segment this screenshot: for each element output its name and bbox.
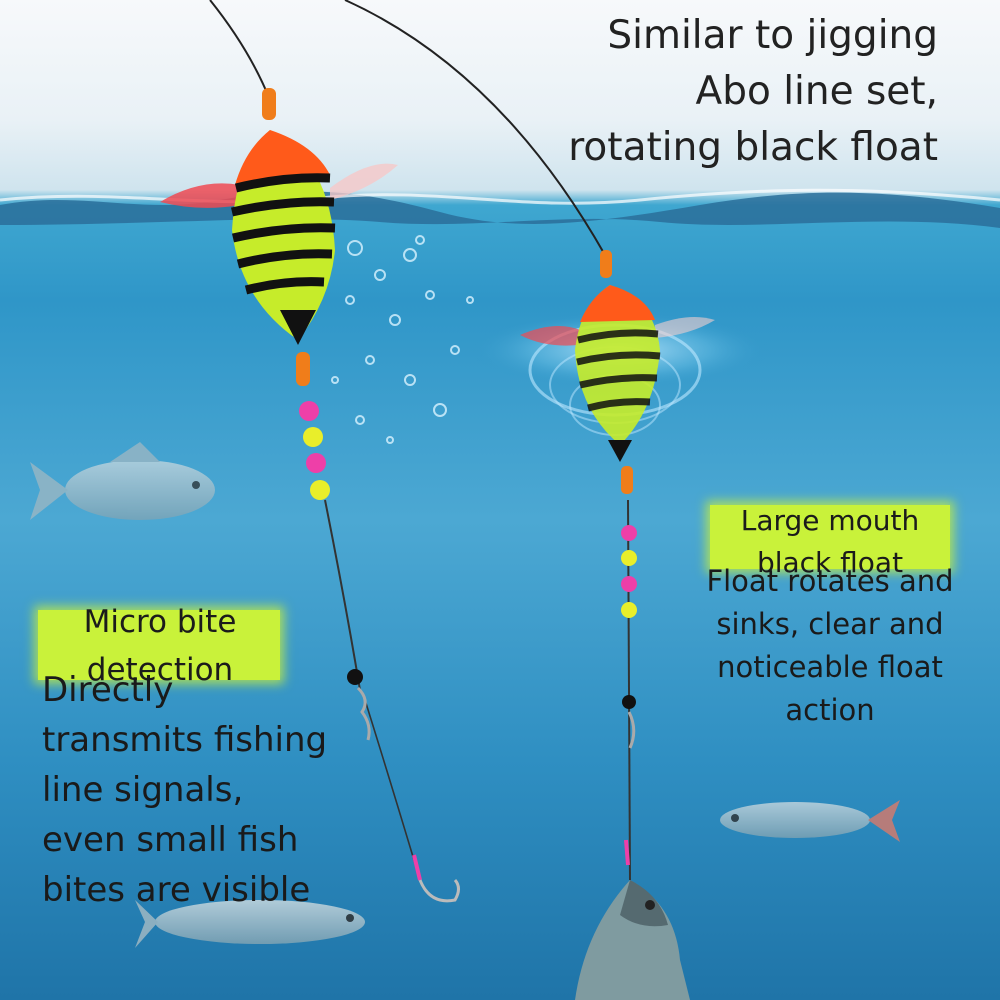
headline: Similar to jigging Abo line set, rotatin… [478,8,938,176]
right-body-line: action [785,693,875,727]
right-tag-label: Large mouth black float [705,500,955,584]
right-body-line: Float rotates and [706,564,954,598]
left-body-line: transmits fishing [42,720,328,760]
fish-right-middle [720,800,900,842]
right-tag-line-1: Large mouth [740,504,920,537]
hooked-fish [575,880,690,1000]
headline-line-2: Abo line set, [695,69,938,114]
right-float [470,250,770,866]
left-tag-line-1: Micro bite [83,604,237,640]
right-tag-highlight [710,505,950,569]
left-tag-highlight [38,610,280,680]
right-tag-line-2: black float [756,546,904,579]
left-body-line: bites are visible [42,870,311,910]
headline-line-3: rotating black float [568,125,938,170]
left-body-line: Directly [42,670,174,710]
left-tag-line-2: detection [86,652,234,688]
right-body-line: noticeable float [717,650,943,684]
left-description: Directly transmits fishing line signals,… [42,665,362,915]
bubbles [331,235,474,444]
water-surface [0,191,1000,228]
wave-highlight [0,188,1000,205]
fish-left-upper [30,442,215,520]
right-fishing-line [344,0,606,256]
left-body-line: line signals, [42,770,244,810]
right-body-line: sinks, clear and [716,607,944,641]
left-body-line: even small fish [42,820,299,860]
left-hook [418,879,460,903]
fish-bottom-left [135,900,365,948]
right-description: Float rotates and sinks, clear and notic… [690,560,970,732]
left-fishing-line [209,0,271,101]
left-float [160,88,460,903]
headline-line-1: Similar to jigging [607,13,938,58]
left-tag-label: Micro bite detection [40,598,280,694]
